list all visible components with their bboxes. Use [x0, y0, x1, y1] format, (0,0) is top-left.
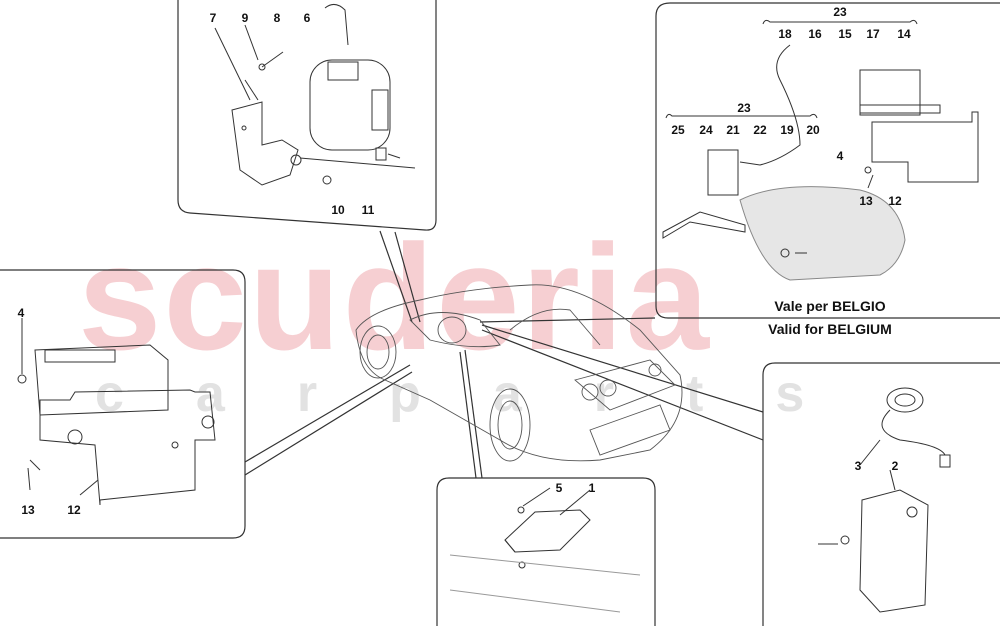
part-label: 15 [838, 27, 852, 41]
part-label: 23 [737, 101, 751, 115]
part-label: 10 [331, 203, 345, 217]
part-label: 17 [866, 27, 880, 41]
panel-bottom-center-frame [436, 477, 656, 626]
part-label: 20 [806, 123, 820, 137]
panel-top-right-frame [655, 2, 1000, 319]
part-label: 14 [897, 27, 911, 41]
parts-top-center [214, 4, 416, 186]
parts-bottom-right [818, 387, 951, 613]
part-label: 23 [833, 5, 847, 19]
part-label: 24 [699, 123, 713, 137]
part-label: 16 [808, 27, 822, 41]
part-label: 4 [836, 149, 844, 163]
part-label: 18 [778, 27, 792, 41]
part-label: 21 [726, 123, 740, 137]
part-label: 12 [888, 194, 902, 208]
parts-top-right [662, 19, 979, 281]
note-italian: Vale per BELGIO [774, 298, 886, 314]
note-english: Valid for BELGIUM [768, 321, 892, 337]
part-label: 11 [361, 203, 375, 217]
part-label: 25 [671, 123, 685, 137]
parts-left [17, 318, 216, 506]
part-label: 13 [859, 194, 873, 208]
part-label: 6 [303, 11, 311, 25]
part-label: 1 [588, 481, 596, 495]
parts-bottom-center [449, 487, 641, 613]
part-label: 5 [555, 481, 563, 495]
part-label: 2 [891, 459, 899, 473]
part-label: 8 [273, 11, 281, 25]
part-label: 19 [780, 123, 794, 137]
panel-bottom-right-frame [762, 362, 1000, 626]
part-label: 12 [67, 503, 81, 517]
panel-left-frame [0, 269, 246, 539]
part-label: 22 [753, 123, 767, 137]
part-label: 4 [17, 306, 25, 320]
part-label: 9 [241, 11, 249, 25]
panel-top-center-frame [177, 0, 437, 231]
part-label: 3 [854, 459, 862, 473]
car-illustration [355, 284, 683, 462]
part-label: 13 [21, 503, 35, 517]
part-label: 7 [209, 11, 217, 25]
